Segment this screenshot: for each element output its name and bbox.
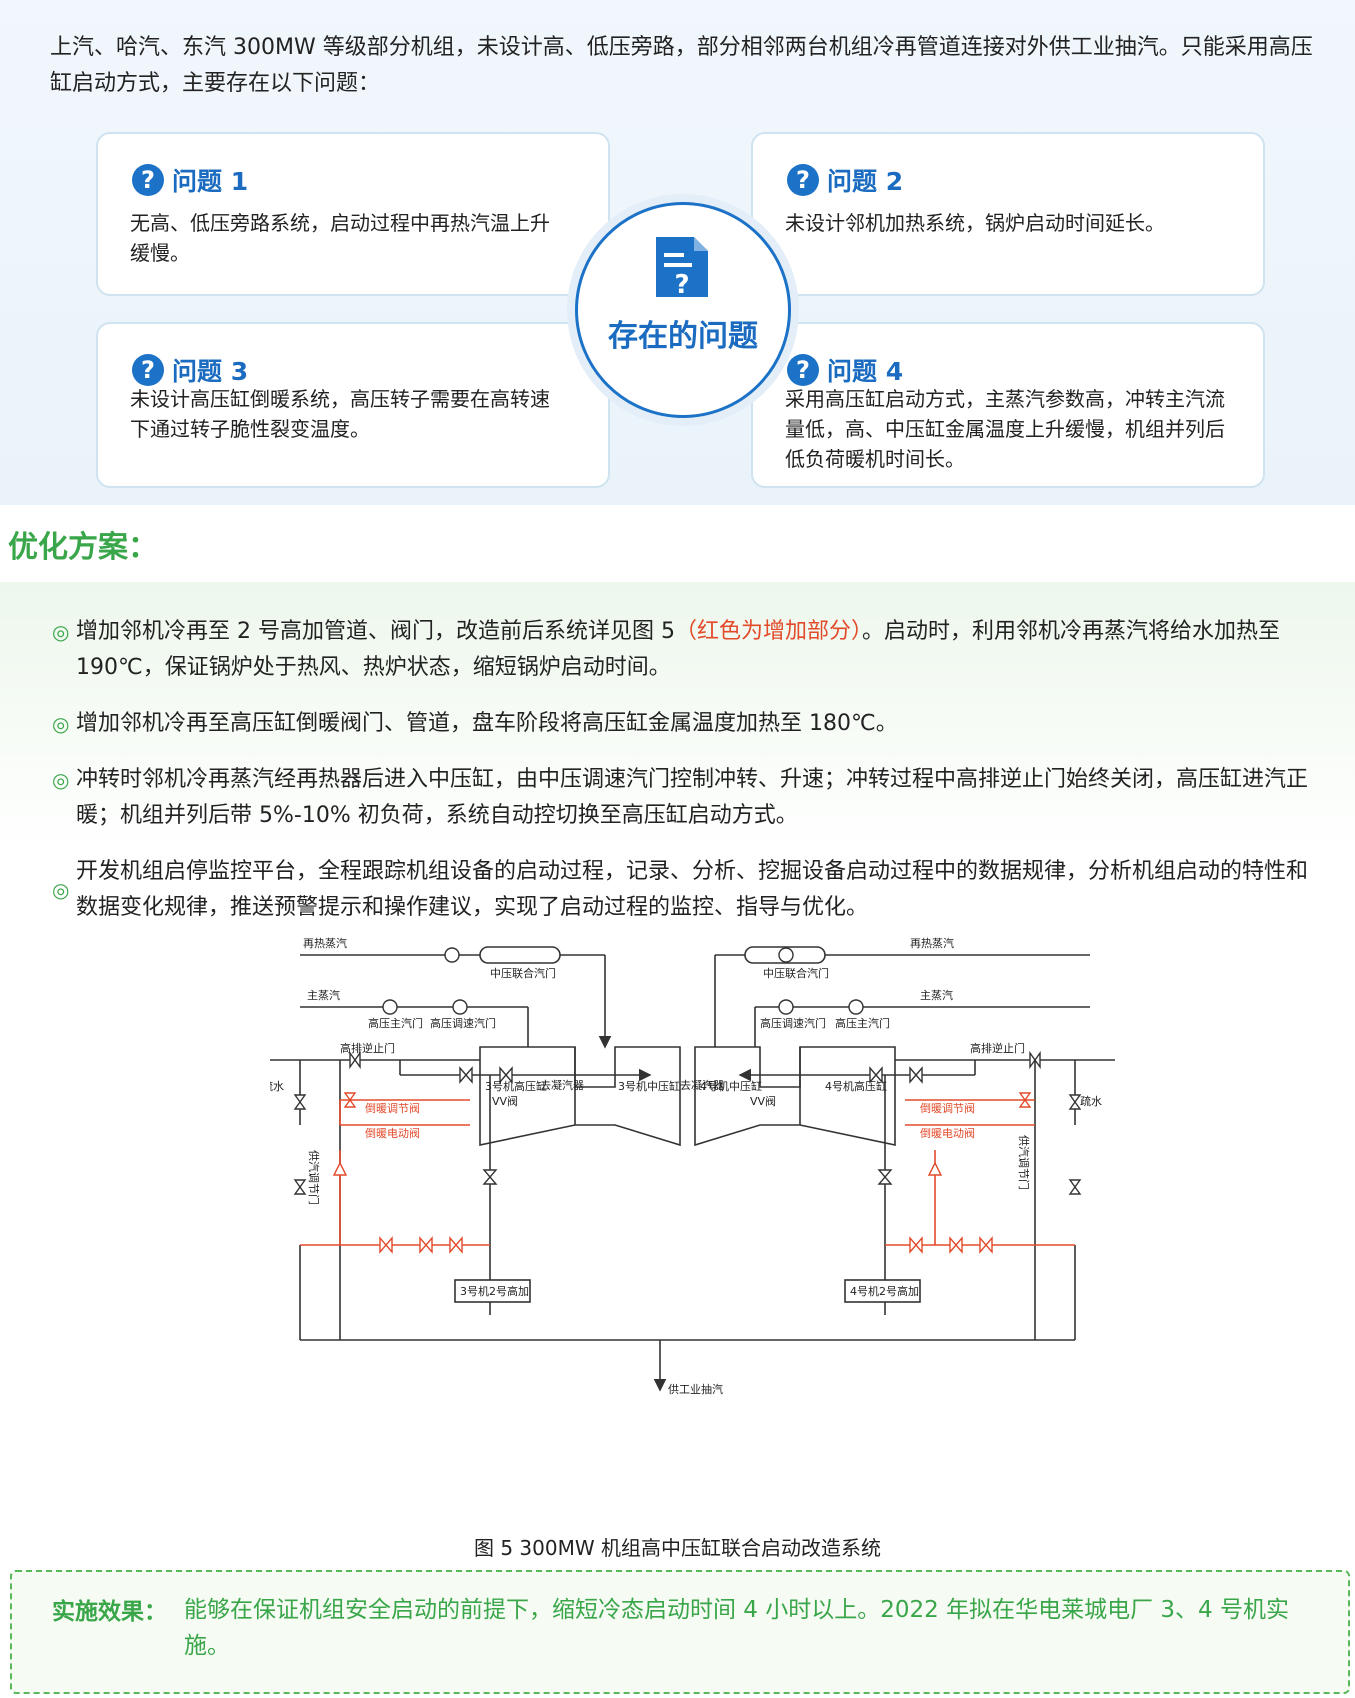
optimization-title: 优化方案：	[8, 530, 158, 565]
label-to-condenser-right: 去凝汽器	[680, 1078, 724, 1092]
label-supply-left: 供汽调节门	[307, 1150, 321, 1205]
bullet-text: 增加邻机冷再至 2 号高加管道、阀门，改造前后系统详见图 5	[76, 619, 675, 644]
label-main-right: 主蒸汽	[920, 988, 953, 1002]
problem-card-4: ? 问题 4 采用高压缸启动方式，主蒸汽参数高，冲转主汽流量低，高、中压缸金属温…	[751, 322, 1265, 488]
question-icon: ?	[132, 164, 164, 196]
bullet-1: ◎ 增加邻机冷再至 2 号高加管道、阀门，改造前后系统详见图 5（红色为增加部分…	[52, 614, 1312, 686]
bullet-icon: ◎	[52, 768, 70, 792]
label-to-condenser-left: 去凝汽器	[540, 1078, 584, 1092]
question-icon: ?	[787, 354, 819, 386]
bullet-2: ◎ 增加邻机冷再至高压缸倒暖阀门、管道，盘车阶段将高压缸金属温度加热至 180℃…	[52, 706, 1312, 742]
label-supply-right: 供汽调节门	[1017, 1135, 1031, 1190]
label-hp-ctrl-left: 高压调速汽门	[430, 1016, 496, 1030]
label-backwarm-motor-right: 倒暖电动阀	[920, 1126, 975, 1140]
label-unit4-hp: 4号机高压缸	[825, 1079, 887, 1093]
label-ip-valve-right: 中压联合汽门	[763, 966, 829, 980]
label-unit3-hp: 3号机高压缸	[485, 1079, 547, 1093]
problem-card-1: ? 问题 1 无高、低压旁路系统，启动过程中再热汽温上升缓慢。	[96, 132, 610, 296]
system-diagram: 再热蒸汽 再热蒸汽 中压联合汽门 中压联合汽门 主蒸汽 主蒸汽 高压主汽门 高压…	[260, 935, 1120, 1525]
problem-text: 采用高压缸启动方式，主蒸汽参数高，冲转主汽流量低，高、中压缸金属温度上升缓慢，机…	[785, 387, 1225, 471]
label-backwarm-ctrl-left: 倒暖调节阀	[365, 1101, 420, 1115]
label-ip-valve-left: 中压联合汽门	[490, 966, 556, 980]
label-hp-ctrl-right: 高压调速汽门	[760, 1016, 826, 1030]
figure-caption: 图 5 300MW 机组高中压缸联合启动改造系统	[473, 1536, 881, 1560]
question-icon: ?	[787, 164, 819, 196]
result-label: 实施效果：	[52, 1599, 167, 1625]
bullet-icon: ◎	[52, 878, 70, 902]
problem-text: 无高、低压旁路系统，启动过程中再热汽温上升缓慢。	[130, 211, 550, 265]
bullet-text: 开发机组启停监控平台，全程跟踪机组设备的启动过程，记录、分析、挖掘设备启动过程中…	[76, 859, 1309, 920]
result-box: 实施效果： 能够在保证机组安全启动的前提下，缩短冷态启动时间 4 小时以上。20…	[10, 1570, 1350, 1694]
label-backwarm-ctrl-right: 倒暖调节阀	[920, 1101, 975, 1115]
problem-text: 未设计邻机加热系统，锅炉启动时间延长。	[785, 211, 1165, 235]
result-text: 能够在保证机组安全启动的前提下，缩短冷态启动时间 4 小时以上。2022 年拟在…	[184, 1597, 1289, 1659]
document-question-icon: ?	[656, 237, 708, 299]
label-hp-main-left: 高压主汽门	[368, 1016, 423, 1030]
label-hp-check-left: 高排逆止门	[340, 1041, 395, 1055]
label-reheat-left: 再热蒸汽	[303, 936, 347, 950]
label-drain-right: 疏水	[1080, 1094, 1102, 1108]
question-icon: ?	[132, 354, 164, 386]
label-backwarm-motor-left: 倒暖电动阀	[365, 1126, 420, 1140]
label-vv-left: VV阀	[492, 1094, 518, 1108]
bullet-icon: ◎	[52, 712, 70, 736]
label-industrial: 供工业抽汽	[668, 1382, 723, 1396]
bullet-icon: ◎	[52, 620, 70, 644]
unit4-turbine	[694, 1046, 896, 1147]
center-badge: ? 存在的问题	[575, 202, 791, 418]
problem-title: 问题 2	[827, 167, 904, 196]
label-vv-right: VV阀	[750, 1094, 776, 1108]
problem-title: 问题 1	[172, 167, 249, 196]
label-main-left: 主蒸汽	[307, 988, 340, 1002]
intro-paragraph: 上汽、哈汽、东汽 300MW 等级部分机组，未设计高、低压旁路，部分相邻两台机组…	[50, 35, 1313, 96]
svg-text:?: ?	[674, 270, 689, 299]
label-drain-left: 疏水	[270, 1079, 284, 1093]
label-unit3-heater: 3号机2号高加	[460, 1284, 529, 1298]
bullet-4: ◎ 开发机组启停监控平台，全程跟踪机组设备的启动过程，记录、分析、挖掘设备启动过…	[52, 854, 1312, 926]
label-hp-check-right: 高排逆止门	[970, 1041, 1025, 1055]
label-hp-main-right: 高压主汽门	[835, 1016, 890, 1030]
problem-card-2: ? 问题 2 未设计邻机加热系统，锅炉启动时间延长。	[751, 132, 1265, 296]
bullet-text: 增加邻机冷再至高压缸倒暖阀门、管道，盘车阶段将高压缸金属温度加热至 180℃。	[76, 711, 898, 736]
label-unit4-heater: 4号机2号高加	[850, 1284, 919, 1298]
bullet-highlight: （红色为增加部分）	[674, 619, 862, 644]
optimization-band	[0, 582, 1355, 852]
bullet-text: 。启动时，利用邻机冷再蒸汽将给水加热至 190℃，保证锅炉处于热风、热炉状态，缩…	[76, 619, 1281, 680]
label-unit4-ip: 4号机中压缸	[700, 1079, 762, 1093]
bullet-text: 冲转时邻机冷再蒸汽经再热器后进入中压缸，由中压调速汽门控制冲转、升速；冲转过程中…	[76, 767, 1309, 828]
problem-title: 问题 4	[827, 357, 904, 386]
problem-title: 问题 3	[172, 357, 249, 386]
problem-text: 未设计高压缸倒暖系统，高压转子需要在高转速下通过转子脆性裂变温度。	[130, 387, 550, 441]
problem-card-3: ? 问题 3 未设计高压缸倒暖系统，高压转子需要在高转速下通过转子脆性裂变温度。	[96, 322, 610, 488]
label-reheat-right: 再热蒸汽	[910, 936, 954, 950]
center-label: 存在的问题	[608, 319, 758, 354]
bullet-3: ◎ 冲转时邻机冷再蒸汽经再热器后进入中压缸，由中压调速汽门控制冲转、升速；冲转过…	[52, 762, 1312, 834]
label-unit3-ip: 3号机中压缸	[618, 1079, 680, 1093]
